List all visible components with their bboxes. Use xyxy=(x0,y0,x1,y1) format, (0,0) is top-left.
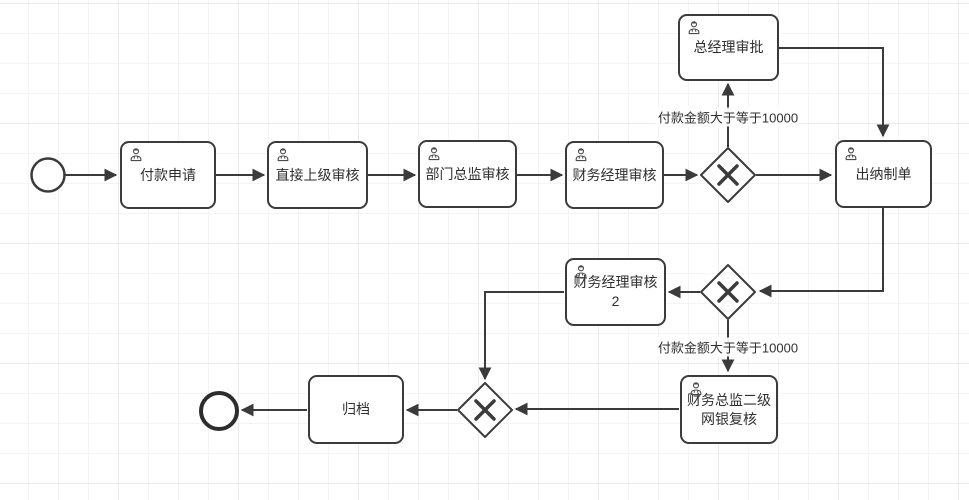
task-label: 归档 xyxy=(342,401,370,418)
task-label: 财务经理审核 xyxy=(572,166,657,183)
gateway-x-icon xyxy=(717,281,739,303)
user-task-icon xyxy=(575,148,587,162)
task-label: 出纳制单 xyxy=(855,165,912,182)
user-task-icon xyxy=(575,265,587,279)
exclusive-gateway-1[interactable] xyxy=(700,147,756,203)
user-task-icon xyxy=(688,21,700,35)
end-event[interactable] xyxy=(199,391,239,431)
task-label: 财务经理审核 2 xyxy=(573,274,658,309)
flow-cashier-to-gateway-2 xyxy=(758,208,884,298)
gateway-x-icon xyxy=(717,164,739,186)
task-archive[interactable]: 归档 xyxy=(308,375,404,444)
gateway-x-icon xyxy=(474,399,496,421)
condition-label-upper: 付款金额大于等于10000 xyxy=(654,107,802,127)
task-finance-director-netbank-recheck[interactable]: 财务总监二级 网银复核 xyxy=(680,375,778,444)
task-label: 付款申请 xyxy=(140,166,196,183)
user-task-icon xyxy=(845,147,857,161)
task-label: 直接上级审核 xyxy=(275,166,360,183)
task-finance-manager-review-2[interactable]: 财务经理审核 2 xyxy=(565,258,666,326)
start-event[interactable] xyxy=(30,157,66,193)
task-cashier-billing[interactable]: 出纳制单 xyxy=(835,140,932,208)
task-department-director-review[interactable]: 部门总监审核 xyxy=(418,140,517,208)
task-direct-superior-review[interactable]: 直接上级审核 xyxy=(267,141,368,209)
condition-label-lower: 付款金额大于等于10000 xyxy=(654,337,802,357)
flow-finance-manager-2-to-gateway-3 xyxy=(478,291,564,381)
exclusive-gateway-3[interactable] xyxy=(457,382,513,438)
exclusive-gateway-2[interactable] xyxy=(700,264,756,320)
user-task-icon xyxy=(690,382,702,396)
flow-general-manager-to-cashier xyxy=(779,47,890,138)
task-payment-request[interactable]: 付款申请 xyxy=(120,141,216,209)
user-task-icon xyxy=(130,148,142,162)
user-task-icon xyxy=(428,147,440,161)
user-task-icon xyxy=(277,148,289,162)
task-label: 部门总监审核 xyxy=(425,165,510,182)
task-label: 总经理审批 xyxy=(693,39,764,56)
task-finance-manager-review[interactable]: 财务经理审核 xyxy=(565,141,664,209)
task-label: 财务总监二级 网银复核 xyxy=(687,391,771,427)
task-general-manager-approval[interactable]: 总经理审批 xyxy=(678,14,779,81)
